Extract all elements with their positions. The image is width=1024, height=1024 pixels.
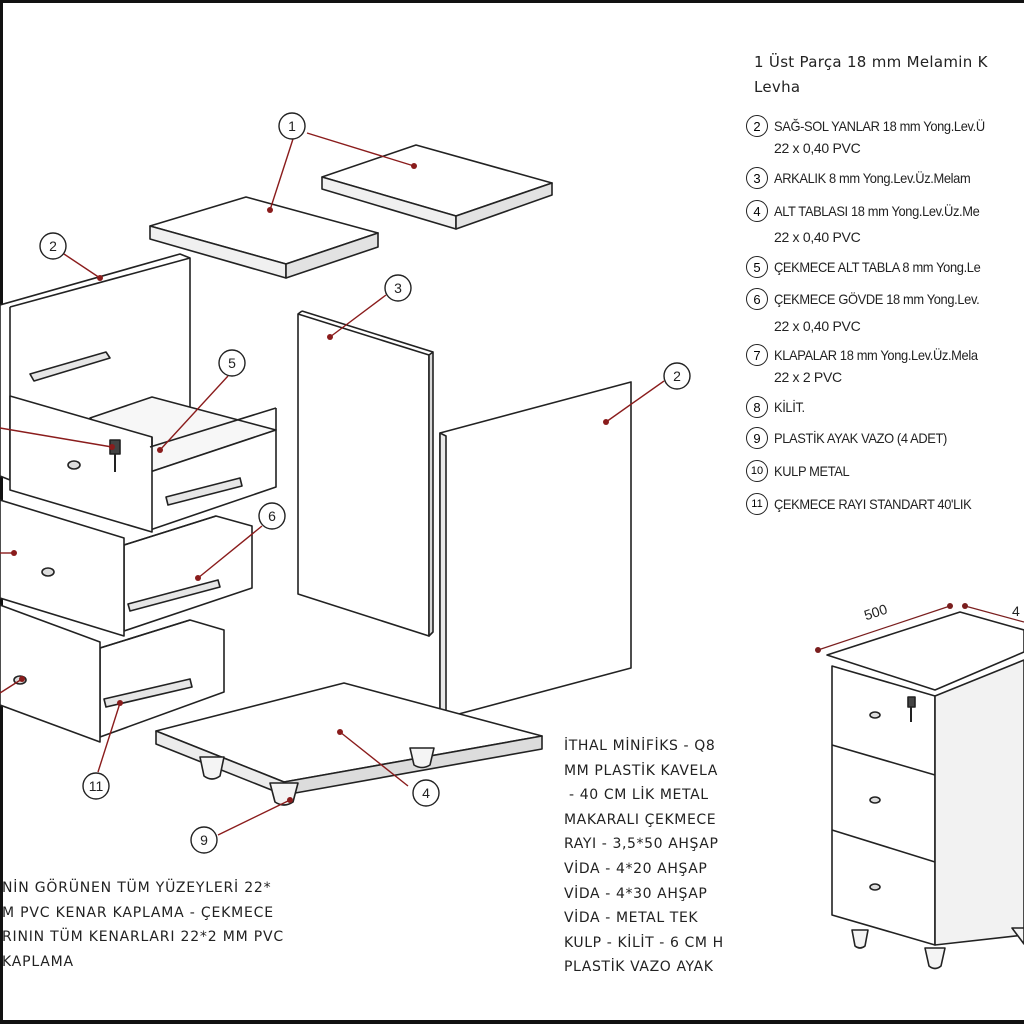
hardware-note-line: VİDA - METAL TEK bbox=[564, 910, 699, 927]
callout-1: 1 bbox=[278, 112, 306, 140]
legend-item-10: 10 KULP METAL bbox=[746, 459, 856, 483]
leader-lines bbox=[0, 132, 665, 836]
top-panel-left bbox=[149, 196, 379, 279]
legend-item-9: 9 PLASTİK AYAK VAZO (4 ADET) bbox=[746, 426, 962, 450]
svg-text:4: 4 bbox=[422, 785, 430, 801]
edge-banding-note: NİN GÖRÜNEN TÜM YÜZEYLERİ 22* M PVC KENA… bbox=[2, 876, 284, 974]
legend-sub-2: 22 x 0,40 PVC bbox=[774, 140, 861, 156]
legend-number: 10 bbox=[746, 460, 768, 482]
svg-text:9: 9 bbox=[200, 832, 208, 848]
legend-number: 11 bbox=[746, 493, 768, 515]
svg-text:2: 2 bbox=[49, 238, 57, 254]
drawer-bottom bbox=[0, 604, 225, 743]
legend-sub-4: 22 x 0,40 PVC bbox=[774, 229, 861, 245]
callout-9: 9 bbox=[190, 826, 218, 854]
svg-text:3: 3 bbox=[394, 280, 402, 296]
edge-banding-note-line: M PVC KENAR KAPLAMA - ÇEKMECE bbox=[2, 904, 274, 921]
assembled-cabinet bbox=[815, 603, 1024, 970]
back-panel bbox=[297, 310, 434, 637]
legend-label: ÇEKMECE ALT TABLA 8 mm Yong.Le bbox=[774, 259, 981, 275]
callout-3: 3 bbox=[384, 274, 412, 302]
hardware-note: İTHAL MİNİFİKS - Q8 MM PLASTİK KAVELA - … bbox=[564, 734, 724, 980]
callout-4: 4 bbox=[412, 779, 440, 807]
legend-item-6: 6 ÇEKMECE GÖVDE 18 mm Yong.Lev. bbox=[746, 287, 997, 311]
legend-label: SAĞ-SOL YANLAR 18 mm Yong.Lev.Ü bbox=[774, 118, 985, 134]
legend-number: 6 bbox=[746, 288, 768, 310]
legend-label: KLAPALAR 18 mm Yong.Lev.Üz.Mela bbox=[774, 347, 978, 363]
side-panel-right bbox=[439, 381, 632, 723]
legend-item-8: 8 KİLİT. bbox=[746, 395, 807, 419]
legend-number: 5 bbox=[746, 256, 768, 278]
legend-item-5: 5 ÇEKMECE ALT TABLA 8 mm Yong.Le bbox=[746, 255, 998, 279]
drawer-rail bbox=[29, 351, 243, 708]
legend-label: ALT TABLASI 18 mm Yong.Lev.Üz.Me bbox=[774, 203, 980, 219]
hardware-note-line: - 40 CM LİK METAL bbox=[564, 787, 709, 804]
edge-banding-note-line: RININ TÜM KENARLARI 22*2 MM PVC bbox=[2, 929, 284, 946]
legend-item-3: 3 ARKALIK 8 mm Yong.Lev.Üz.Melam bbox=[746, 166, 987, 190]
drawer-top bbox=[9, 395, 277, 533]
legend-label: ÇEKMECE GÖVDE 18 mm Yong.Lev. bbox=[774, 291, 980, 307]
legend-item-11: 11 ÇEKMECE RAYI STANDART 40'LIK bbox=[746, 492, 989, 516]
edge-banding-note-line: NİN GÖRÜNEN TÜM YÜZEYLERİ 22* bbox=[2, 880, 272, 896]
legend-number: 9 bbox=[746, 427, 768, 449]
legend-sub-6: 22 x 0,40 PVC bbox=[774, 318, 861, 334]
callout-11: 11 bbox=[82, 772, 110, 800]
hardware-note-line: KULP - KİLİT - 6 CM H bbox=[564, 934, 724, 951]
top-panel-right bbox=[321, 144, 553, 230]
svg-text:6: 6 bbox=[268, 508, 276, 524]
legend-label: KULP METAL bbox=[774, 463, 850, 479]
legend-number: 7 bbox=[746, 344, 768, 366]
legend-number: 2 bbox=[746, 115, 768, 137]
legend-number: 8 bbox=[746, 396, 768, 418]
legend-label: ARKALIK 8 mm Yong.Lev.Üz.Melam bbox=[774, 170, 971, 186]
hardware-note-line: MAKARALI ÇEKMECE bbox=[564, 811, 717, 828]
svg-text:11: 11 bbox=[89, 778, 104, 794]
callout-2-right: 2 bbox=[663, 362, 691, 390]
hardware-note-line: MM PLASTİK KAVELA bbox=[564, 762, 718, 779]
svg-text:2: 2 bbox=[673, 368, 681, 384]
legend-label: KİLİT. bbox=[774, 399, 805, 415]
legend-item-7: 7 KLAPALAR 18 mm Yong.Lev.Üz.Mela bbox=[746, 343, 995, 367]
hardware-note-line: RAYI - 3,5*50 AHŞAP bbox=[564, 836, 719, 853]
legend-label: ÇEKMECE RAYI STANDART 40'LIK bbox=[774, 496, 972, 512]
legend-number: 3 bbox=[746, 167, 768, 189]
legend-label: PLASTİK AYAK VAZO (4 ADET) bbox=[774, 430, 947, 446]
hardware-note-line: VİDA - 4*30 AHŞAP bbox=[564, 885, 708, 902]
callout-2-left: 2 bbox=[39, 232, 67, 260]
callout-5: 5 bbox=[218, 349, 246, 377]
legend-item-2: 2 SAĞ-SOL YANLAR 18 mm Yong.Lev.Ü bbox=[746, 114, 1003, 138]
hardware-note-line: İTHAL MİNİFİKS - Q8 bbox=[564, 738, 716, 754]
svg-text:5: 5 bbox=[228, 355, 236, 371]
legend-number: 4 bbox=[746, 200, 768, 222]
title-line-1: 1 Üst Parça 18 mm Melamin K bbox=[754, 53, 988, 71]
callout-6: 6 bbox=[258, 502, 286, 530]
hardware-note-line: VİDA - 4*20 AHŞAP bbox=[564, 860, 708, 877]
hardware-note-line: PLASTİK VAZO AYAK bbox=[564, 959, 714, 976]
legend-sub-7: 22 x 2 PVC bbox=[774, 369, 842, 385]
svg-text:1: 1 bbox=[288, 118, 296, 134]
dimension-depth: 4 bbox=[1012, 603, 1020, 619]
edge-banding-note-line: KAPLAMA bbox=[2, 953, 74, 970]
legend-item-4: 4 ALT TABLASI 18 mm Yong.Lev.Üz.Me bbox=[746, 199, 997, 223]
title-line-2: Levha bbox=[754, 78, 801, 96]
